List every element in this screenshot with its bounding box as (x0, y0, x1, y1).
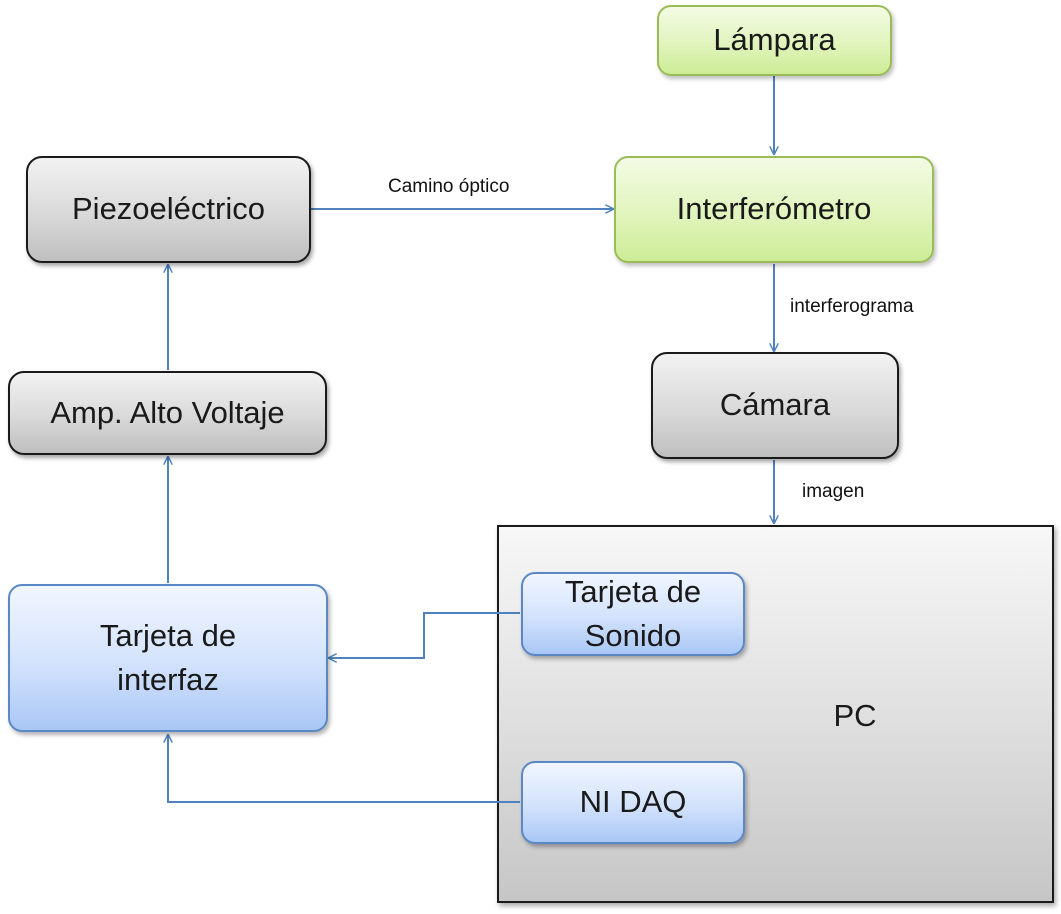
amp-alto-voltaje-node: Amp. Alto Voltaje (8, 371, 327, 455)
tarjeta-interfaz-label-line2: interfaz (117, 662, 219, 697)
edge-label-camino-optico: Camino óptico (388, 176, 510, 197)
ni-daq-label: NI DAQ (579, 784, 687, 820)
tarjeta-sonido-label-line2: Sonido (584, 618, 682, 653)
arrow-nidaq-interfaz (168, 735, 520, 803)
tarjeta-sonido-node: Tarjeta de Sonido (521, 572, 745, 656)
camara-node: Cámara (651, 352, 899, 459)
interferometro-label: Interferómetro (676, 191, 872, 227)
tarjeta-interfaz-label-line1: Tarjeta de (99, 617, 237, 653)
piezoelectrico-label: Piezoeléctrico (72, 191, 265, 227)
piezoelectrico-node: Piezoeléctrico (26, 156, 311, 263)
tarjeta-interfaz-node: Tarjeta de interfaz (8, 584, 328, 732)
amp-alto-voltaje-label: Amp. Alto Voltaje (50, 394, 285, 430)
edge-label-imagen: imagen (802, 481, 865, 502)
interferometro-node: Interferómetro (614, 156, 934, 263)
tarjeta-sonido-label-line1: Tarjeta de (564, 573, 702, 609)
arrow-sonido-interfaz (329, 612, 520, 658)
ni-daq-node: NI DAQ (521, 761, 745, 844)
lampara-label: Lámpara (713, 22, 836, 58)
camara-label: Cámara (719, 387, 831, 423)
lampara-node: Lámpara (657, 5, 892, 76)
pc-label: PC (833, 698, 877, 733)
edge-label-interferograma: interferograma (790, 296, 914, 317)
